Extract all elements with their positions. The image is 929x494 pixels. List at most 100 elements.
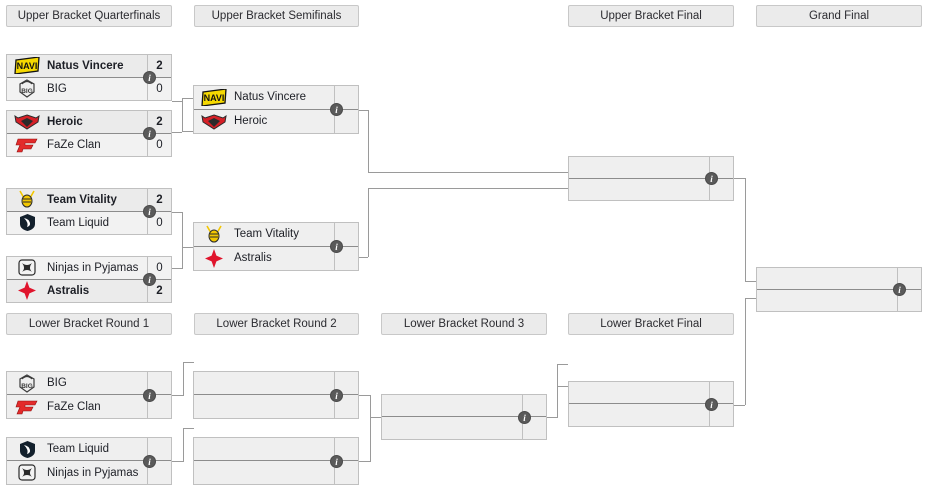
match-lbf-1[interactable]: i bbox=[568, 381, 734, 427]
liquid-logo bbox=[14, 213, 40, 232]
match-lbr3-1[interactable]: i bbox=[381, 394, 547, 440]
match-info-icon[interactable]: i bbox=[705, 398, 718, 411]
round-header-lb-round-3[interactable]: Lower Bracket Round 3 bbox=[381, 313, 547, 335]
match-row-top[interactable] bbox=[194, 438, 358, 461]
connector bbox=[546, 417, 557, 418]
match-row-bottom[interactable]: Heroic bbox=[194, 109, 358, 133]
connector bbox=[557, 364, 558, 386]
match-row-bottom[interactable]: FaZe Clan bbox=[7, 395, 171, 418]
match-info-icon[interactable]: i bbox=[330, 455, 343, 468]
team-score bbox=[334, 246, 358, 270]
match-row-top[interactable] bbox=[569, 157, 733, 179]
match-info-icon[interactable]: i bbox=[143, 273, 156, 286]
match-info-icon[interactable]: i bbox=[705, 172, 718, 185]
match-ubqf-4[interactable]: Ninjas in Pyjamas 0 Astralis 2 i bbox=[6, 256, 172, 303]
match-row-top[interactable] bbox=[194, 372, 358, 395]
match-ubqf-3[interactable]: Team Vitality 2 Team Liquid 0 i bbox=[6, 188, 172, 235]
match-lbr2-1[interactable]: i bbox=[193, 371, 359, 419]
match-info-icon[interactable]: i bbox=[143, 127, 156, 140]
match-row-top[interactable]: Heroic 2 bbox=[7, 111, 171, 134]
match-row-bottom[interactable] bbox=[757, 289, 921, 311]
connector bbox=[172, 101, 182, 102]
match-ubqf-2[interactable]: Heroic 2 FaZe Clan 0 i bbox=[6, 110, 172, 157]
connector bbox=[172, 395, 183, 396]
match-row-bottom[interactable]: FaZe Clan 0 bbox=[7, 133, 171, 156]
team-name: Ninjas in Pyjamas bbox=[47, 261, 139, 274]
match-row-top[interactable] bbox=[757, 268, 921, 290]
match-row-top[interactable]: NAVI Natus Vincere bbox=[194, 86, 358, 110]
match-ubf-1[interactable]: i bbox=[568, 156, 734, 201]
team-score: 2 bbox=[147, 55, 171, 77]
team-score bbox=[147, 372, 171, 394]
team-name: BIG bbox=[47, 82, 67, 95]
navi-logo: NAVI bbox=[14, 56, 40, 75]
connector bbox=[733, 405, 745, 406]
connector bbox=[182, 131, 193, 132]
faze-logo bbox=[14, 397, 40, 416]
match-info-icon[interactable]: i bbox=[330, 240, 343, 253]
team-name: Natus Vincere bbox=[47, 59, 124, 72]
match-info-icon[interactable]: i bbox=[143, 71, 156, 84]
match-info-icon[interactable]: i bbox=[143, 455, 156, 468]
connector bbox=[359, 461, 370, 462]
connector bbox=[557, 386, 558, 418]
connector bbox=[182, 98, 193, 99]
match-row-bottom[interactable]: Ninjas in Pyjamas bbox=[7, 461, 171, 484]
team-name: Team Liquid bbox=[47, 216, 110, 229]
team-name: Team Vitality bbox=[47, 193, 117, 206]
connector bbox=[183, 362, 184, 396]
round-header-lb-round-1[interactable]: Lower Bracket Round 1 bbox=[6, 313, 172, 335]
team-name: BIG bbox=[47, 377, 67, 389]
match-ubsf-2[interactable]: Team Vitality Astralis i bbox=[193, 222, 359, 271]
match-row-bottom[interactable]: Astralis 2 bbox=[7, 279, 171, 302]
round-header-grand-final[interactable]: Grand Final bbox=[756, 5, 922, 27]
connector bbox=[370, 417, 381, 418]
round-header-ub-quarterfinals[interactable]: Upper Bracket Quarterfinals bbox=[6, 5, 172, 27]
match-row-bottom[interactable] bbox=[569, 178, 733, 200]
match-row-top[interactable]: NAVI Natus Vincere 2 bbox=[7, 55, 171, 78]
match-lbr2-2[interactable]: i bbox=[193, 437, 359, 485]
match-row-top[interactable] bbox=[569, 382, 733, 404]
match-row-bottom[interactable]: BIG BIG 0 bbox=[7, 77, 171, 100]
match-row-top[interactable]: Team Vitality bbox=[194, 223, 358, 247]
match-row-top[interactable]: Team Vitality 2 bbox=[7, 189, 171, 212]
round-header-ub-semifinals[interactable]: Upper Bracket Semifinals bbox=[194, 5, 359, 27]
round-header-lb-final[interactable]: Lower Bracket Final bbox=[568, 313, 734, 335]
match-row-bottom[interactable] bbox=[194, 461, 358, 484]
match-ubqf-1[interactable]: NAVI Natus Vincere 2 BIG BIG 0 i bbox=[6, 54, 172, 101]
team-score bbox=[147, 438, 171, 460]
match-row-top[interactable]: BIG BIG bbox=[7, 372, 171, 395]
match-lbr1-2[interactable]: Team Liquid Ninjas in Pyjamas i bbox=[6, 437, 172, 485]
match-info-icon[interactable]: i bbox=[143, 205, 156, 218]
match-info-icon[interactable]: i bbox=[330, 389, 343, 402]
svg-text:BIG: BIG bbox=[21, 383, 33, 390]
connector bbox=[182, 247, 183, 269]
match-lbr1-1[interactable]: BIG BIG FaZe Clan i bbox=[6, 371, 172, 419]
match-info-icon[interactable]: i bbox=[893, 283, 906, 296]
match-info-icon[interactable]: i bbox=[330, 103, 343, 116]
team-name: Heroic bbox=[47, 115, 83, 128]
astralis-logo bbox=[201, 248, 227, 268]
round-header-ub-final[interactable]: Upper Bracket Final bbox=[568, 5, 734, 27]
connector bbox=[368, 172, 568, 173]
team-score bbox=[334, 223, 358, 246]
round-header-lb-round-2[interactable]: Lower Bracket Round 2 bbox=[194, 313, 359, 335]
match-info-icon[interactable]: i bbox=[143, 389, 156, 402]
faze-logo bbox=[14, 135, 40, 154]
match-row-bottom[interactable]: Team Liquid 0 bbox=[7, 211, 171, 234]
connector bbox=[745, 178, 746, 281]
match-row-top[interactable]: Ninjas in Pyjamas 0 bbox=[7, 257, 171, 280]
match-ubsf-1[interactable]: NAVI Natus Vincere Heroic i bbox=[193, 85, 359, 134]
match-row-bottom[interactable] bbox=[194, 395, 358, 418]
match-row-bottom[interactable]: Astralis bbox=[194, 246, 358, 270]
match-info-icon[interactable]: i bbox=[518, 411, 531, 424]
match-row-bottom[interactable] bbox=[569, 404, 733, 426]
svg-text:NAVI: NAVI bbox=[17, 61, 38, 71]
navi-logo: NAVI bbox=[201, 88, 227, 107]
match-gf-1[interactable]: i bbox=[756, 267, 922, 312]
match-row-bottom[interactable] bbox=[382, 417, 546, 439]
team-name: Team Liquid bbox=[47, 443, 110, 455]
match-row-top[interactable]: Team Liquid bbox=[7, 438, 171, 461]
match-row-top[interactable] bbox=[382, 395, 546, 417]
connector bbox=[359, 395, 370, 396]
